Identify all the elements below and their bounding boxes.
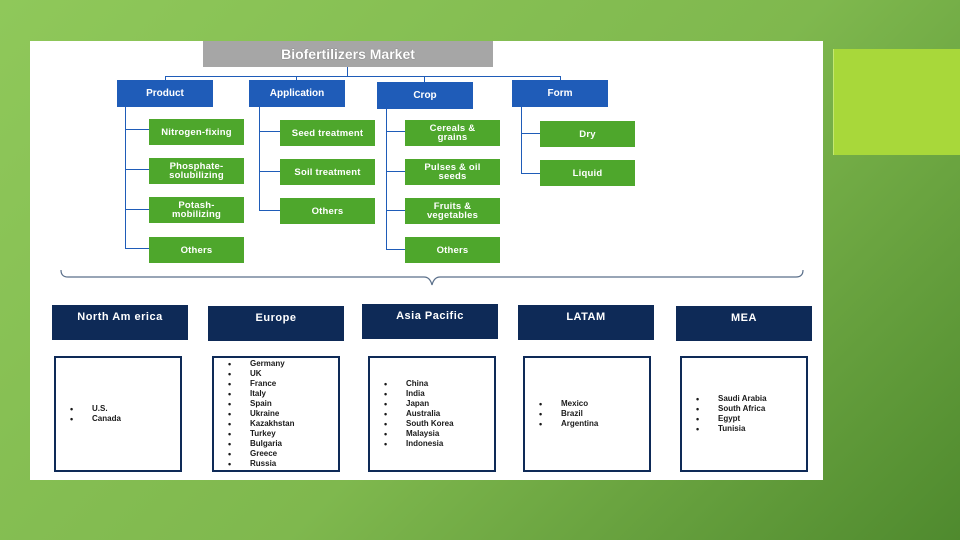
product-branch-tick <box>125 209 149 210</box>
country-item: South Korea <box>384 419 494 429</box>
product-item: Others <box>149 237 244 263</box>
country-item: France <box>228 379 338 389</box>
connector-horizontal-bar <box>165 76 560 77</box>
country-item: Canada <box>70 414 180 424</box>
category-crop: Crop <box>377 82 473 109</box>
crop-branch-tick <box>386 171 405 172</box>
country-item: Germany <box>228 359 338 369</box>
region-mea: MEA <box>676 306 812 341</box>
product-branch-vertical <box>125 107 126 249</box>
country-item: Australia <box>384 409 494 419</box>
region-brace <box>60 269 804 286</box>
product-item: Potash- mobilizing <box>149 197 244 223</box>
country-item: Japan <box>384 399 494 409</box>
product-item: Phosphate- solubilizing <box>149 158 244 184</box>
country-item: Saudi Arabia <box>696 394 806 404</box>
crop-branch-tick <box>386 131 405 132</box>
application-branch-tick <box>259 210 280 211</box>
country-list-asia-pacific: China India Japan Australia South Korea … <box>368 356 496 472</box>
form-item: Liquid <box>540 160 635 186</box>
category-application: Application <box>249 80 345 107</box>
crop-item: Fruits & vegetables <box>405 198 500 224</box>
application-branch-vertical <box>259 107 260 210</box>
connector-title-down <box>347 67 348 76</box>
country-item: UK <box>228 369 338 379</box>
country-item: Greece <box>228 449 338 459</box>
region-europe: Europe <box>208 306 344 341</box>
form-branch-tick <box>521 133 540 134</box>
application-branch-tick <box>259 131 280 132</box>
diagram-title: Biofertilizers Market <box>203 41 493 67</box>
country-item: Italy <box>228 389 338 399</box>
form-branch-vertical <box>521 107 522 173</box>
diagram-panel: Biofertilizers Market Product Applicatio… <box>30 41 823 480</box>
connector-application-drop <box>296 76 297 80</box>
country-list-latam: Mexico Brazil Argentina <box>523 356 651 472</box>
category-form: Form <box>512 80 608 107</box>
connector-product-drop <box>165 76 166 80</box>
product-branch-tick <box>125 169 149 170</box>
country-list-mea: Saudi Arabia South Africa Egypt Tunisia <box>680 356 808 472</box>
country-item: South Africa <box>696 404 806 414</box>
category-product: Product <box>117 80 213 107</box>
form-item: Dry <box>540 121 635 147</box>
country-item: Russia <box>228 459 338 469</box>
form-branch-tick <box>521 173 540 174</box>
country-list-europe: Germany UK France Italy Spain Ukraine Ka… <box>212 356 340 472</box>
crop-item: Cereals & grains <box>405 120 500 146</box>
country-item: Kazakhstan <box>228 419 338 429</box>
country-item: Ukraine <box>228 409 338 419</box>
application-item: Soil treatment <box>280 159 375 185</box>
country-item: Tunisia <box>696 424 806 434</box>
connector-form-drop <box>560 76 561 80</box>
crop-branch-vertical <box>386 109 387 249</box>
country-item: Turkey <box>228 429 338 439</box>
country-list-north-america: U.S. Canada <box>54 356 182 472</box>
country-item: U.S. <box>70 404 180 414</box>
country-item: China <box>384 379 494 389</box>
crop-branch-tick <box>386 210 405 211</box>
country-item: Spain <box>228 399 338 409</box>
country-item: Egypt <box>696 414 806 424</box>
country-item: Brazil <box>539 409 649 419</box>
application-item: Seed treatment <box>280 120 375 146</box>
country-item: Mexico <box>539 399 649 409</box>
country-item: Bulgaria <box>228 439 338 449</box>
connector-crop-drop <box>424 76 425 82</box>
region-latam: LATAM <box>518 305 654 340</box>
region-asia-pacific: Asia Pacific <box>362 304 498 339</box>
country-item: Indonesia <box>384 439 494 449</box>
region-north-america: North Am erica <box>52 305 188 340</box>
product-branch-tick <box>125 129 149 130</box>
product-item: Nitrogen-fixing <box>149 119 244 145</box>
crop-branch-tick <box>386 249 405 250</box>
country-item: Argentina <box>539 419 649 429</box>
decorative-accent-square <box>833 49 960 155</box>
product-branch-tick <box>125 248 149 249</box>
application-branch-tick <box>259 171 280 172</box>
country-item: Malaysia <box>384 429 494 439</box>
crop-item: Pulses & oil seeds <box>405 159 500 185</box>
crop-item: Others <box>405 237 500 263</box>
country-item: India <box>384 389 494 399</box>
application-item: Others <box>280 198 375 224</box>
